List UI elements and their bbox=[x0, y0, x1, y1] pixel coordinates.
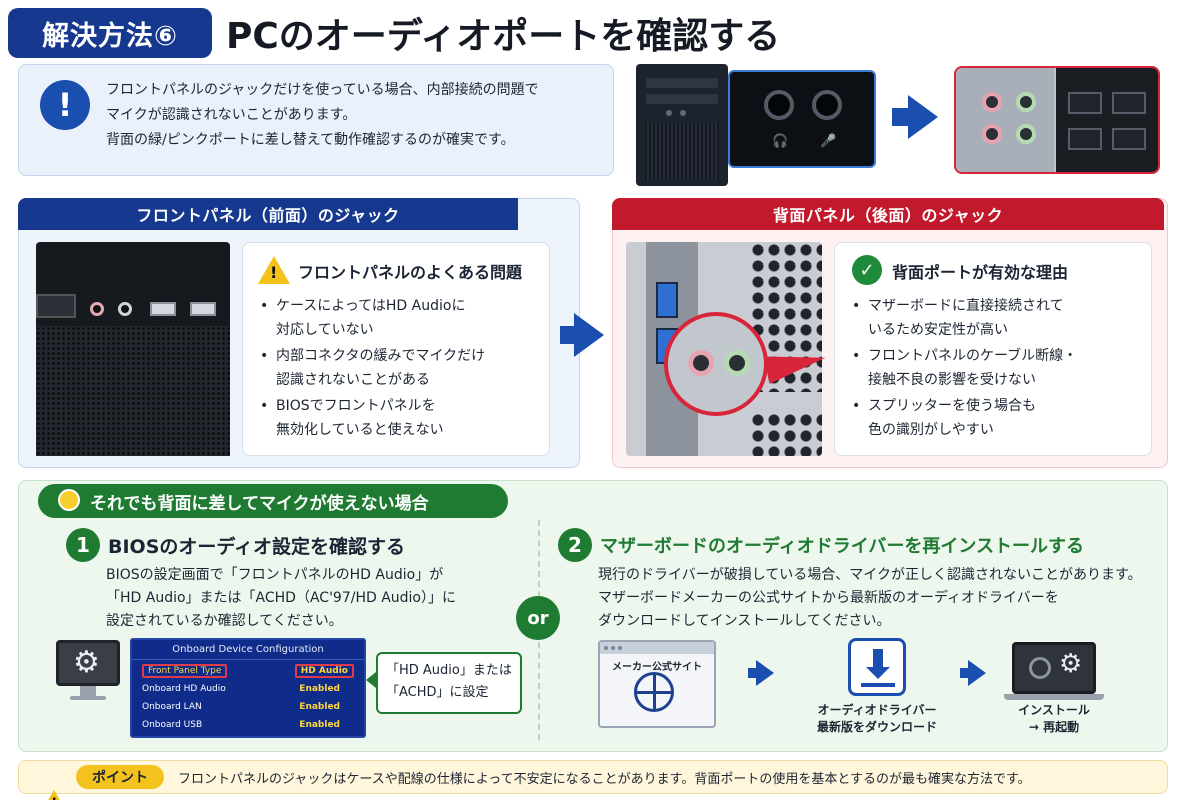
usb-port bbox=[1068, 92, 1102, 114]
usb-port bbox=[1068, 128, 1102, 150]
usb-port bbox=[1112, 128, 1146, 150]
fallback-heading: それでも背面に差してマイクが使えない場合 bbox=[38, 484, 508, 518]
arrow-right-icon bbox=[968, 660, 986, 686]
bios-row-value: HD Audio bbox=[294, 664, 354, 678]
notice-line: 背面の緑/ピンクポートに差し替えて動作確認するのが確実です。 bbox=[106, 132, 515, 148]
arrow-tail bbox=[560, 326, 576, 344]
arrow-right-icon bbox=[574, 313, 604, 357]
rear-benefits-card bbox=[834, 242, 1152, 456]
bios-row-value: Enabled bbox=[299, 702, 340, 712]
point-text: フロントパネルのジャックはケースや配線の仕様によって不安定になることがあります。… bbox=[178, 771, 1031, 787]
warning-icon: ! bbox=[40, 790, 68, 800]
laptop-base bbox=[1004, 694, 1104, 700]
front-panel-heading: フロントパネル（前面）のジャック bbox=[18, 198, 518, 230]
bios-row-label: Onboard HD Audio bbox=[142, 684, 226, 694]
pink-jack bbox=[982, 92, 1002, 112]
notice-box bbox=[18, 64, 614, 176]
bios-row: Onboard USB Enabled bbox=[132, 716, 364, 734]
rear-panel-heading: 背面パネル（後面）のジャック bbox=[612, 198, 1164, 230]
arrow-tail bbox=[960, 668, 970, 678]
notice-line: フロントパネルのジャックだけを使っている場合、内部接続の問題で bbox=[106, 82, 539, 98]
rear-benefits-list: •マザーボードに直接接続されているため安定性が高い •フロントパネルのケーブル断… bbox=[852, 294, 1148, 444]
warning-icon: ! bbox=[258, 256, 290, 284]
arrow-right-icon bbox=[908, 95, 938, 139]
manufacturer-site-icon: メーカー公式サイト bbox=[598, 640, 716, 728]
lightbulb-icon bbox=[58, 489, 80, 511]
bios-row-label: Onboard USB bbox=[142, 720, 203, 730]
gear-icon: ⚙ bbox=[1059, 649, 1083, 679]
front-problems-title: フロントパネルのよくある問題 bbox=[298, 263, 523, 282]
point-bar bbox=[18, 760, 1168, 794]
bios-callout: 「HD Audio」または 「ACHD」に設定 bbox=[376, 652, 522, 714]
bios-panel-title: Onboard Device Configuration bbox=[132, 640, 364, 660]
list-item: •ケースによってはHD Audioに対応していない bbox=[260, 298, 466, 338]
download-icon bbox=[848, 638, 906, 696]
step2-description: 現行のドライバーが破損している場合、マイクが正しく認識されないことがあります。 … bbox=[598, 567, 1142, 629]
bios-row: Front Panel Type HD Audio bbox=[132, 662, 364, 680]
or-badge: or bbox=[516, 596, 560, 640]
green-jack bbox=[724, 350, 750, 376]
bios-row-label: Onboard LAN bbox=[142, 702, 202, 712]
method-tag: 解決方法⑥ bbox=[8, 8, 212, 58]
list-item: •内部コネクタの緩みでマイクだけ認識されないことがある bbox=[260, 348, 486, 388]
arrow-right-icon bbox=[756, 660, 774, 686]
bios-row: Onboard LAN Enabled bbox=[132, 698, 364, 716]
install-caption: インストール → 再起動 bbox=[1018, 703, 1090, 734]
rear-benefits-title: 背面ポートが有効な理由 bbox=[892, 263, 1069, 282]
checkmark-icon: ✓ bbox=[852, 255, 882, 285]
bios-settings-panel: Onboard Device Configuration Front Panel… bbox=[130, 638, 366, 738]
green-jack bbox=[1016, 92, 1036, 112]
step1-title: BIOSのオーディオ設定を確認する bbox=[108, 536, 406, 558]
mic-jack bbox=[812, 90, 842, 120]
rear-port-zoom bbox=[954, 66, 1160, 174]
bios-row-label: Front Panel Type bbox=[142, 664, 228, 678]
headphone-jack bbox=[764, 90, 794, 120]
point-tag: ポイント bbox=[76, 765, 164, 789]
monitor-base bbox=[70, 696, 106, 700]
pc-vent-grill bbox=[645, 122, 719, 180]
monitor-icon: ⚙ bbox=[56, 640, 120, 686]
download-caption: オーディオドライバー 最新版をダウンロード bbox=[816, 703, 937, 734]
refresh-icon bbox=[1029, 657, 1051, 679]
exclamation-icon: ! bbox=[40, 80, 90, 130]
pink-jack bbox=[982, 124, 1002, 144]
gear-icon: ⚙ bbox=[73, 645, 100, 680]
list-item: •BIOSでフロントパネルを無効化していると使えない bbox=[260, 398, 444, 438]
headphone-icon: 🎧 bbox=[772, 134, 789, 149]
step-number-badge: 2 bbox=[558, 528, 592, 562]
front-mesh bbox=[36, 326, 230, 456]
bios-row-value: Enabled bbox=[299, 720, 340, 730]
usb-port bbox=[1112, 92, 1146, 114]
page-title: PCのオーディオポートを確認する bbox=[226, 16, 781, 57]
laptop-icon: ⚙ bbox=[1012, 642, 1096, 694]
pink-jack bbox=[688, 350, 714, 376]
arrow-tail bbox=[748, 668, 758, 678]
bios-row-value: Enabled bbox=[299, 684, 340, 694]
globe-icon bbox=[634, 672, 674, 712]
callout-pointer bbox=[366, 672, 376, 688]
monitor-stand bbox=[80, 686, 96, 696]
front-jack-zoom: 🎧 🎤 bbox=[728, 70, 876, 168]
bios-row: Onboard HD Audio Enabled bbox=[132, 680, 364, 698]
list-item: •フロントパネルのケーブル断線・接触不良の影響を受けない bbox=[852, 348, 1078, 388]
notice-text: フロントパネルのジャックだけを使っている場合、内部接続の問題で マイクが認識され… bbox=[106, 78, 606, 153]
microphone-icon: 🎤 bbox=[820, 134, 837, 149]
notice-line: マイクが認識されないことがあります。 bbox=[106, 107, 357, 123]
list-item: •スプリッターを使う場合も色の識別がしやすい bbox=[852, 398, 1036, 438]
green-jack bbox=[1016, 124, 1036, 144]
step1-description: BIOSの設定画面で「フロントパネルのHD Audio」が 「HD Audio」… bbox=[106, 567, 456, 629]
step-number-badge: 1 bbox=[66, 528, 100, 562]
list-item: •マザーボードに直接接続されているため安定性が高い bbox=[852, 298, 1064, 338]
fallback-section bbox=[18, 480, 1168, 752]
rear-jack-magnifier bbox=[664, 312, 768, 416]
arrow-tail bbox=[892, 108, 910, 126]
front-problems-list: •ケースによってはHD Audioに対応していない •内部コネクタの緩みでマイク… bbox=[260, 294, 546, 444]
front-problems-card bbox=[242, 242, 550, 456]
step2-title: マザーボードのオーディオドライバーを再インストールする bbox=[600, 536, 1085, 557]
site-label: メーカー公式サイト bbox=[612, 662, 702, 673]
